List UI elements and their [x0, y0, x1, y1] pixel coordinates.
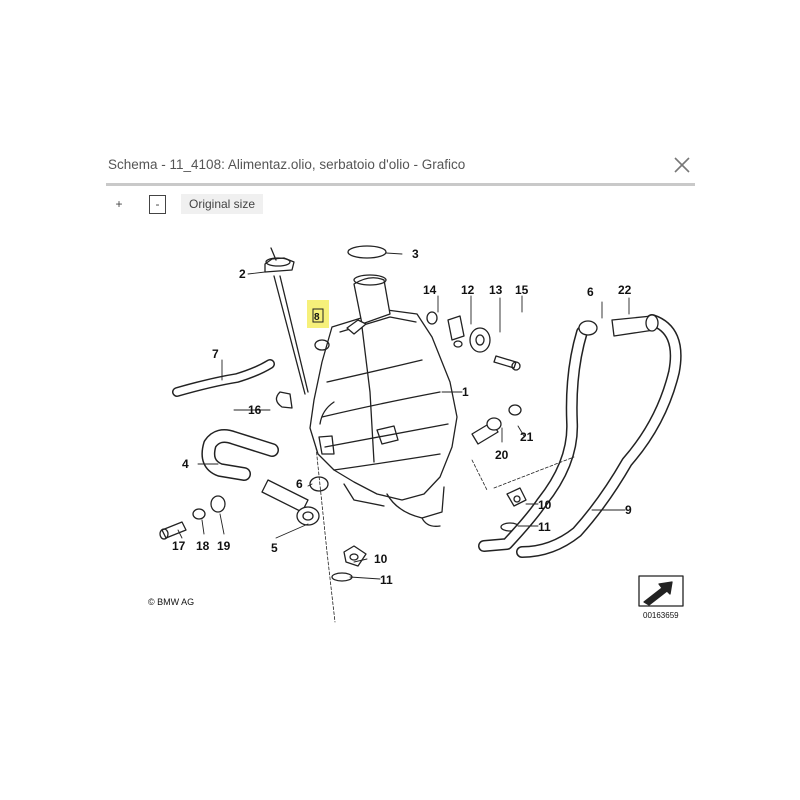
original-size-button[interactable]: Original size — [181, 194, 263, 214]
callout-leaders — [177, 252, 630, 580]
callout-10-right: 10 — [538, 498, 552, 512]
oil-tank — [309, 274, 458, 527]
callout-22: 22 — [618, 283, 632, 297]
callout-18: 18 — [196, 539, 210, 553]
callout-6-right: 6 — [587, 285, 594, 299]
callout-14: 14 — [423, 283, 437, 297]
dipstick — [264, 247, 309, 395]
callout-6-left: 6 — [296, 477, 303, 491]
drawing-number: 00163659 — [643, 611, 679, 620]
window-title: Schema - 11_4108: Alimentaz.olio, serbat… — [108, 157, 466, 172]
callout-21: 21 — [520, 430, 534, 444]
zoom-out-button[interactable]: - — [149, 195, 166, 214]
fitting-20-21 — [471, 404, 522, 445]
callout-19: 19 — [217, 539, 231, 553]
callout-5: 5 — [271, 541, 278, 555]
banjo-10-right — [500, 487, 527, 532]
callout-11-lower: 11 — [380, 573, 393, 587]
callout-7: 7 — [212, 347, 219, 361]
callout-11-right: 11 — [538, 520, 551, 534]
callout-16: 16 — [248, 403, 262, 417]
close-icon[interactable] — [671, 154, 693, 176]
clamp-6-right — [578, 320, 598, 336]
callout-2: 2 — [239, 267, 246, 281]
clamp-16 — [275, 391, 293, 409]
banjo-10-lower — [331, 545, 367, 582]
callout-10-lower: 10 — [374, 552, 388, 566]
parts-diagram-drawing: 1 2 3 4 5 6 6 7 8 9 10 10 11 11 12 13 14… — [148, 245, 684, 623]
diagram-window: Schema - 11_4108: Alimentaz.olio, serbat… — [106, 150, 695, 640]
title-bar: Schema - 11_4108: Alimentaz.olio, serbat… — [106, 150, 695, 186]
callout-4: 4 — [182, 457, 189, 471]
banjo-fitting-5 — [261, 479, 320, 526]
callout-20: 20 — [495, 448, 509, 462]
mounting-parts-12-15 — [426, 311, 521, 371]
gasket-ring — [347, 245, 387, 259]
reference-arrow-box — [638, 575, 684, 607]
hose-9 — [478, 314, 682, 558]
callout-numbers: 1 2 3 4 5 6 6 7 8 9 10 10 11 11 12 13 14… — [172, 247, 632, 587]
callout-15: 15 — [515, 283, 529, 297]
callout-13: 13 — [489, 283, 503, 297]
callout-17: 17 — [172, 539, 186, 553]
clamp-8 — [314, 339, 330, 351]
callout-3: 3 — [412, 247, 419, 261]
callout-1: 1 — [462, 385, 469, 399]
copyright-text: © BMW AG — [148, 597, 194, 607]
callout-12: 12 — [461, 283, 475, 297]
callout-9: 9 — [625, 503, 632, 517]
callout-8: 8 — [314, 312, 320, 323]
parts-diagram[interactable]: 1 2 3 4 5 6 6 7 8 9 10 10 11 11 12 13 14… — [122, 232, 692, 632]
zoom-in-button[interactable]: + — [115, 197, 123, 211]
leader-lines — [315, 446, 575, 623]
bolt-17-washer-18-19 — [159, 495, 226, 540]
